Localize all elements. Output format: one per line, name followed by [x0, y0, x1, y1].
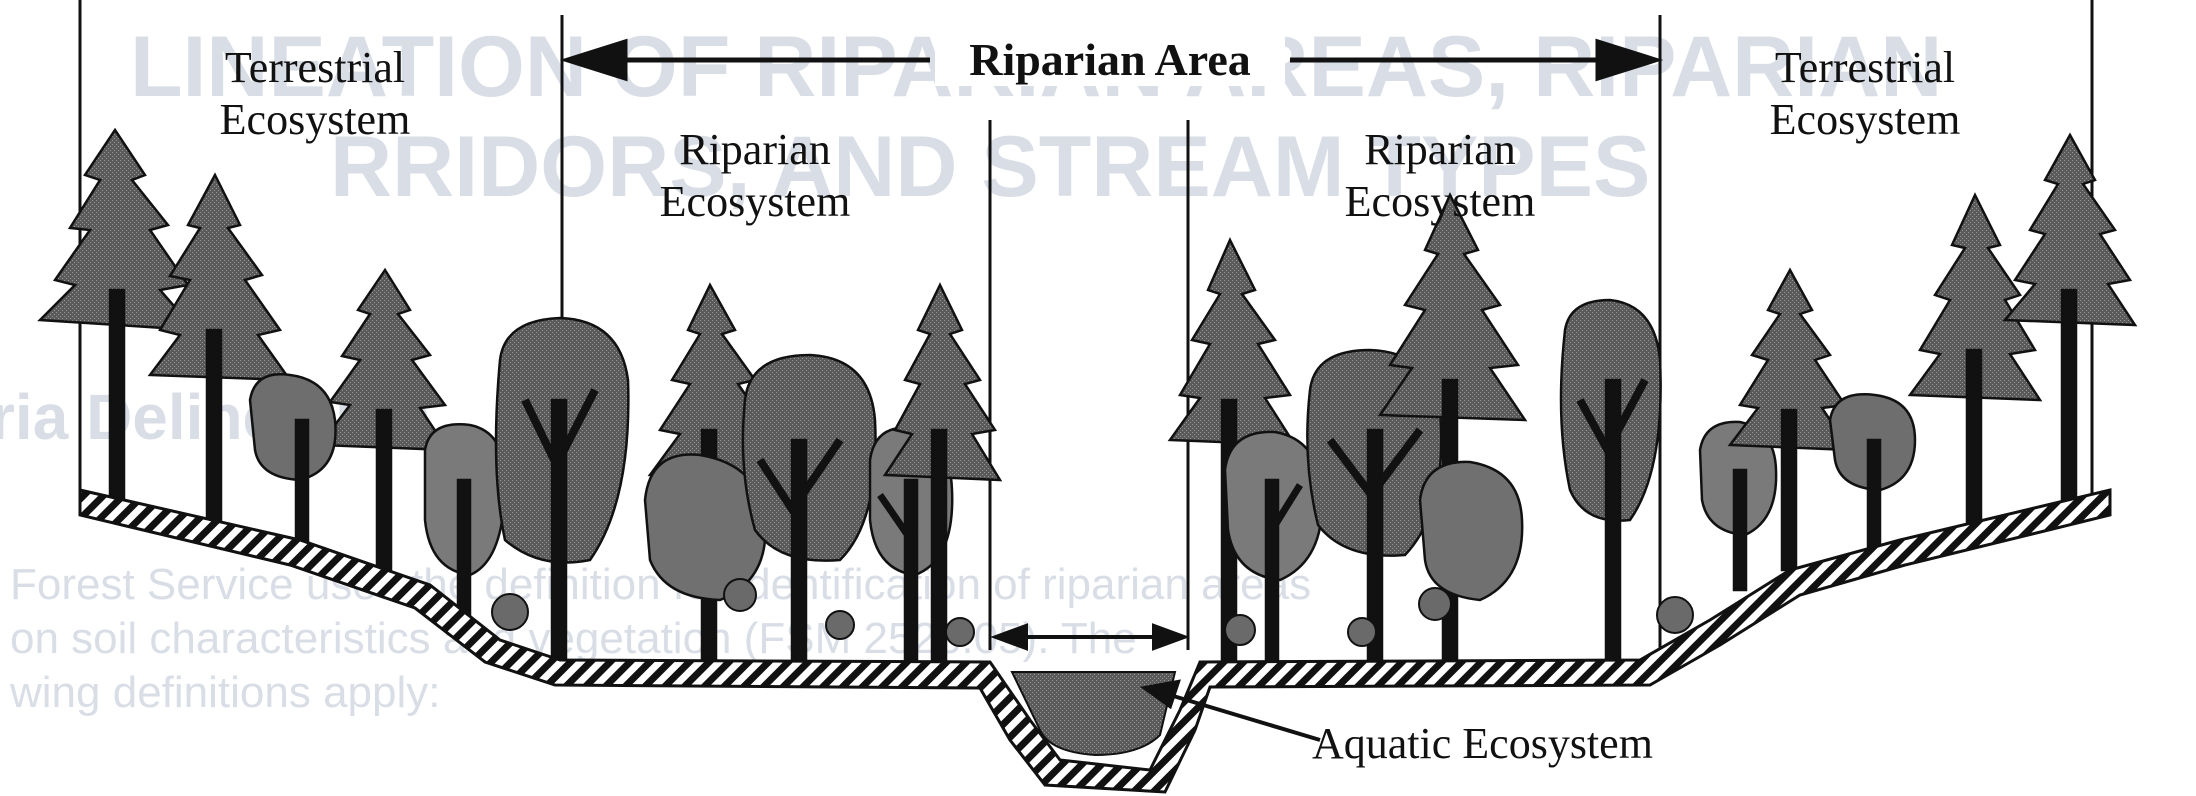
shrub — [492, 594, 528, 630]
conifer-tree — [1910, 195, 2040, 540]
riparian-left-label: Riparian Ecosystem — [625, 124, 885, 228]
shrub — [946, 618, 974, 646]
shrub — [724, 579, 756, 611]
riparian-right-line1: Riparian — [1310, 124, 1570, 176]
terrestrial-left-line2: Ecosystem — [185, 94, 445, 146]
aquatic-width-arrow — [996, 626, 1184, 648]
deciduous-tree — [1830, 394, 1915, 550]
shrub — [1657, 597, 1693, 633]
riparian-area-label: Riparian Area — [935, 34, 1285, 86]
terrestrial-right-label: Terrestrial Ecosystem — [1735, 42, 1995, 146]
terrestrial-left-label: Terrestrial Ecosystem — [185, 42, 445, 146]
terrestrial-right-line2: Ecosystem — [1735, 94, 1995, 146]
shrub — [1419, 588, 1451, 620]
deciduous-tree — [743, 355, 876, 670]
shrub — [1348, 618, 1376, 646]
deciduous-tree — [250, 374, 336, 550]
conifer-tree — [150, 175, 290, 530]
conifer-tree — [885, 285, 1000, 660]
riparian-right-line2: Ecosystem — [1310, 176, 1570, 228]
riparian-left-line2: Ecosystem — [625, 176, 885, 228]
aquatic-ecosystem-label: Aquatic Ecosystem — [1312, 718, 1742, 770]
riparian-left-line1: Riparian — [625, 124, 885, 176]
terrestrial-left-line1: Terrestrial — [185, 42, 445, 94]
conifer-tree — [2005, 135, 2135, 500]
terrestrial-right-line1: Terrestrial — [1735, 42, 1995, 94]
deciduous-tree — [1420, 462, 1522, 600]
shrub — [1225, 615, 1255, 645]
shrub — [826, 611, 854, 639]
deciduous-tree — [1561, 300, 1661, 670]
riparian-right-label: Riparian Ecosystem — [1310, 124, 1570, 228]
